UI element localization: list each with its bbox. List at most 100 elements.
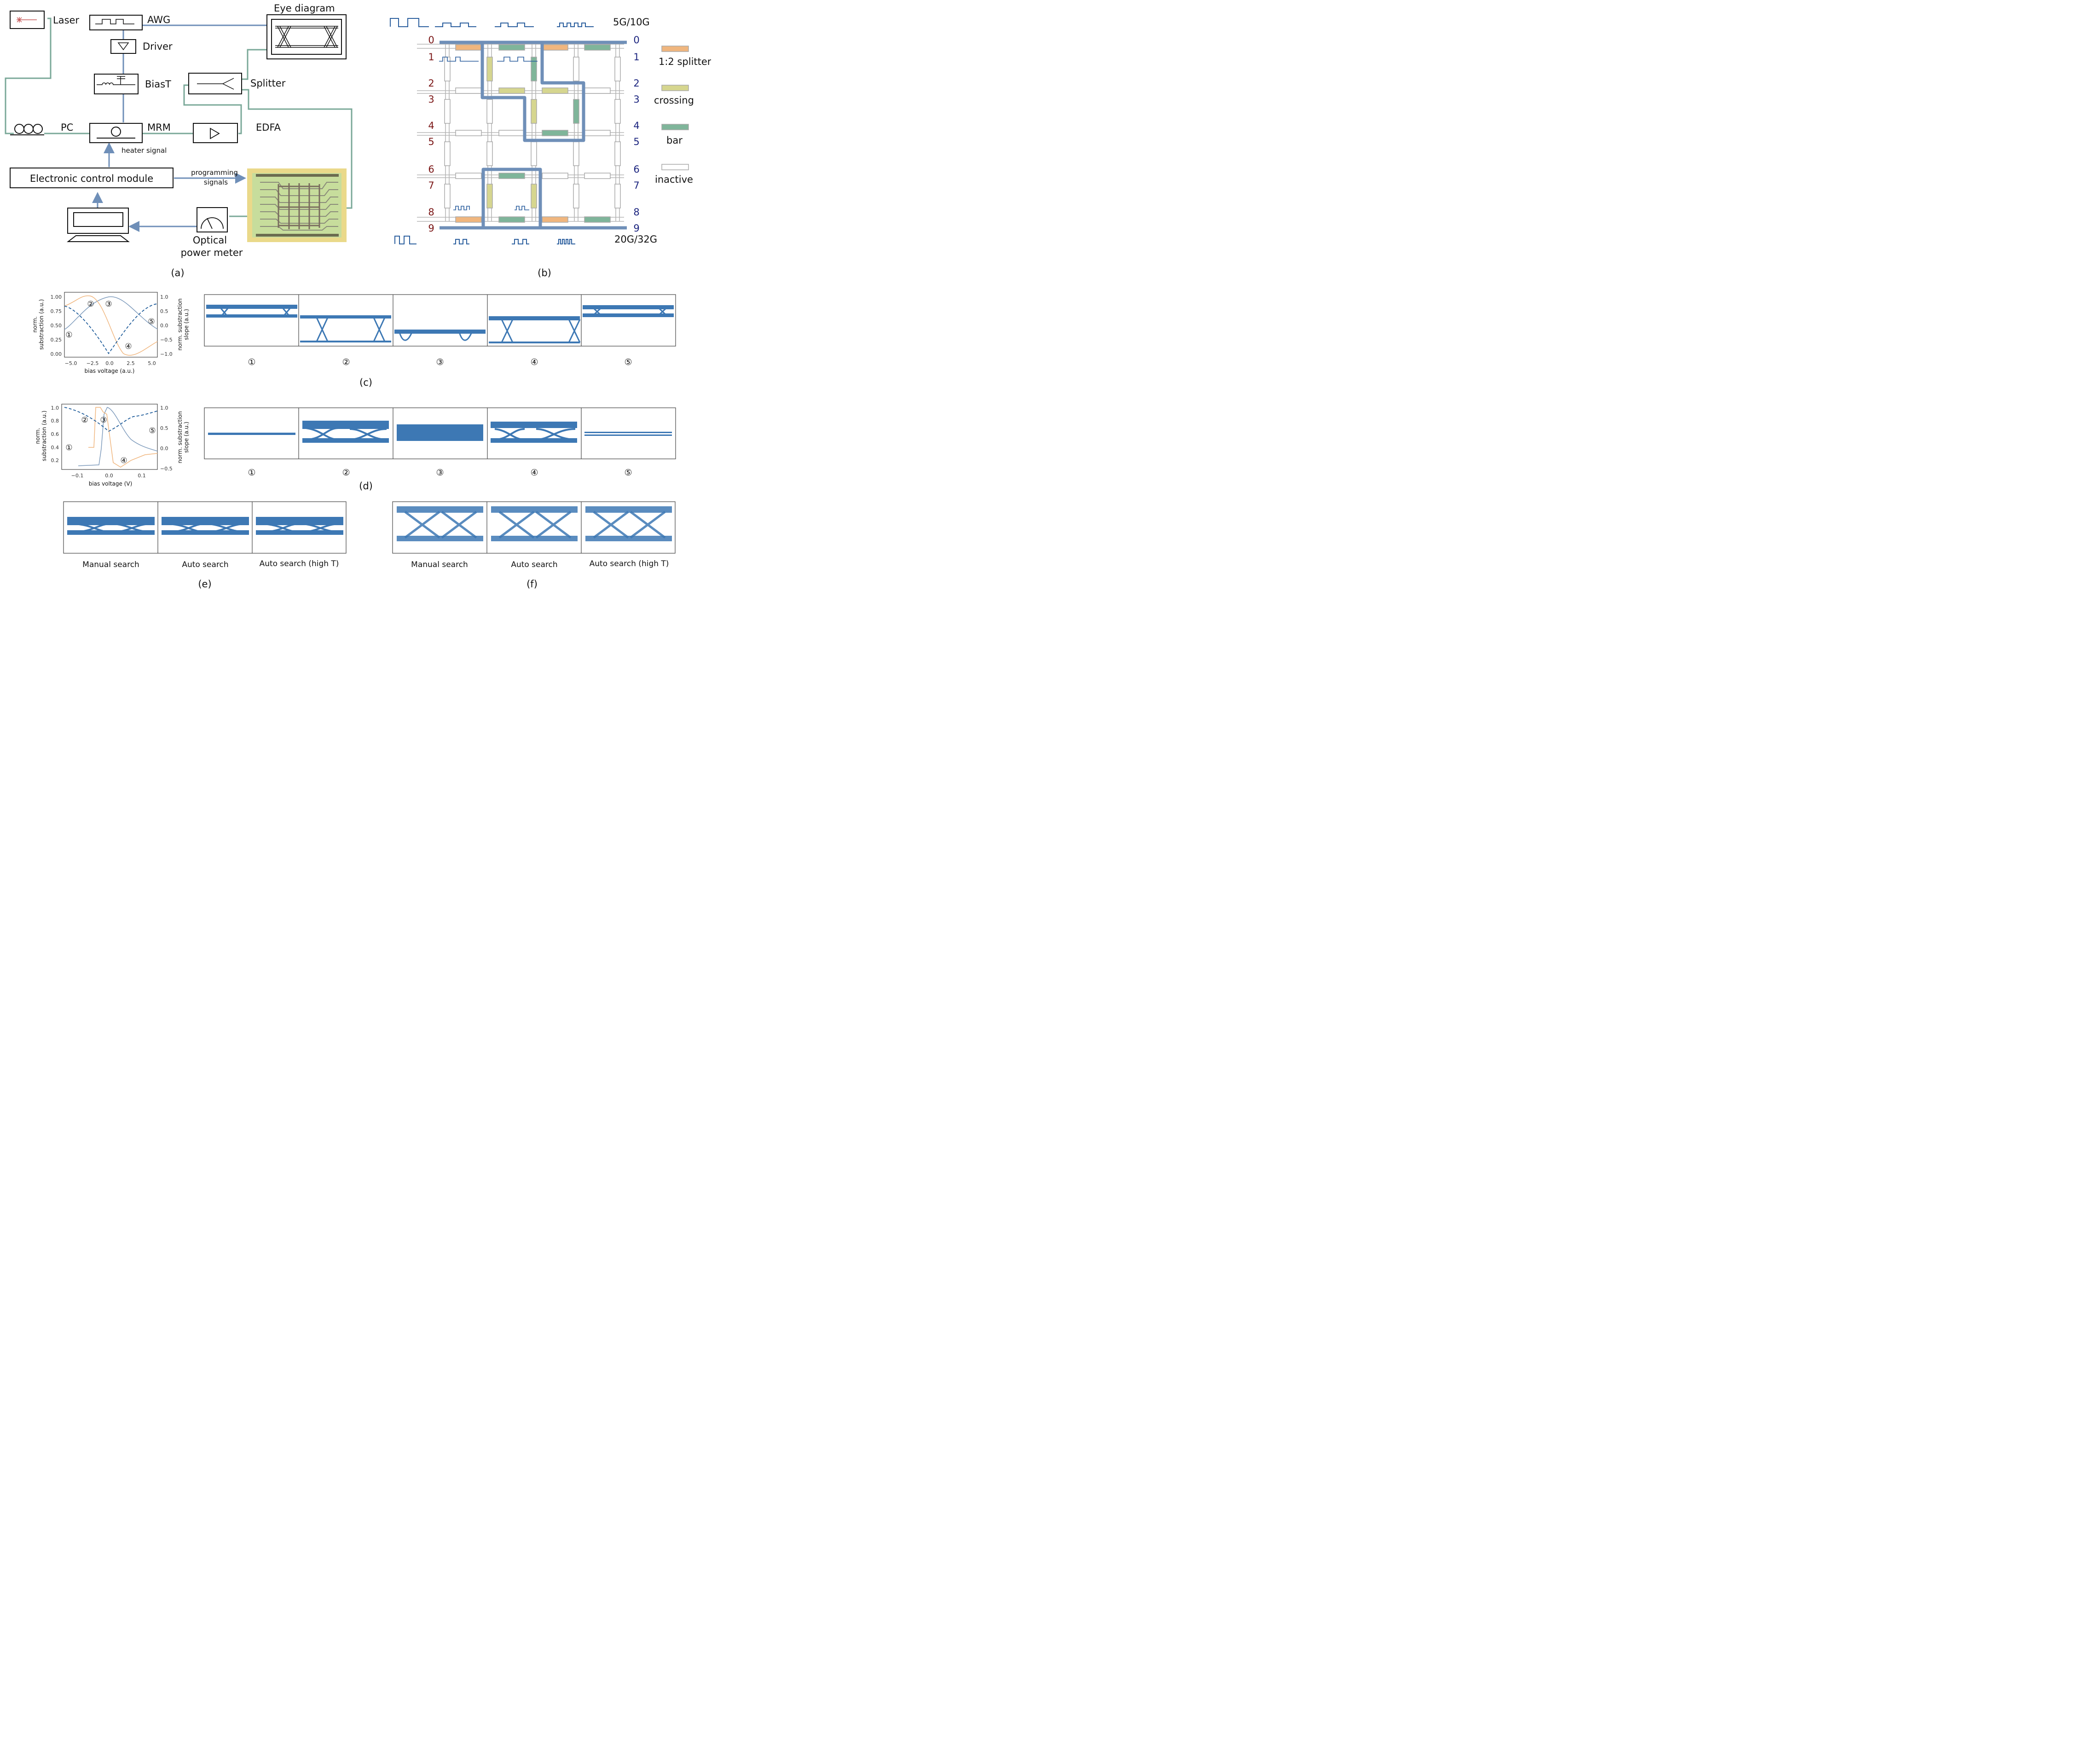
computer-icon	[67, 208, 130, 242]
y-tick: 0.75	[51, 308, 62, 314]
x-tick: 5.0	[148, 360, 156, 366]
amplifier-icon	[117, 42, 129, 51]
splitter-to-eye-fiber	[242, 49, 267, 80]
y-tick: 1.0	[160, 405, 168, 411]
laser-label: Laser	[53, 15, 79, 26]
routing-paths	[440, 41, 627, 230]
marker: ③	[100, 416, 107, 425]
panel-b: 5G/10G	[390, 17, 711, 278]
panel-a: Laser AWG Driver BiasT PC	[5, 3, 353, 278]
right-port: 6	[633, 164, 639, 175]
biast-label: BiasT	[145, 79, 171, 90]
curve-substraction-c	[64, 296, 158, 330]
signals-label: signals	[204, 178, 228, 186]
panel-a-label: (a)	[171, 267, 184, 278]
x-ticks-d: −0.1 0.0 0.1	[71, 473, 146, 479]
ring-modulator-icon	[97, 127, 135, 139]
heater-signal-label: heater signal	[121, 146, 167, 155]
y-tick: −1.0	[160, 351, 173, 357]
eye-labels-e: Manual search Auto search Auto search (h…	[82, 559, 339, 569]
y-tick: 0.5	[160, 308, 168, 314]
plot-frame-c	[64, 292, 158, 358]
inactive-couplers	[444, 57, 621, 209]
x-tick: 0.0	[105, 360, 114, 366]
waveforms-inner	[439, 57, 538, 210]
eye-label: Auto search (high T)	[590, 559, 669, 568]
opm-label-2: power meter	[181, 247, 243, 258]
marker: ②	[87, 300, 94, 309]
eye-label: ②	[342, 468, 350, 478]
figure: Laser AWG Driver BiasT PC	[5, 3, 711, 590]
marker: ⑤	[149, 426, 156, 435]
edfa-amplifier-icon	[210, 127, 220, 139]
eye-label: Auto search	[511, 560, 557, 569]
x-tick: −2.5	[87, 360, 99, 366]
eye-labels-d: ① ② ③ ④ ⑤	[248, 468, 632, 478]
eye-label: ⑤	[624, 357, 632, 367]
plot-frame-d	[61, 404, 158, 470]
right-port: 5	[633, 136, 639, 147]
marker: ①	[65, 330, 72, 340]
left-port: 3	[428, 94, 434, 105]
legend: 1:2 splitter crossing bar inactive	[654, 46, 711, 185]
splitter-to-chip-fiber	[242, 89, 353, 209]
legend-label-splitter: 1:2 splitter	[659, 56, 711, 67]
waveforms-top	[390, 18, 594, 27]
marker: ①	[65, 443, 72, 452]
markers-c: ① ② ③ ④ ⑤	[65, 300, 155, 351]
y-label-right-d-2: slope (a.u.)	[183, 422, 190, 453]
right-port: 7	[633, 180, 639, 191]
y-tick: 0.0	[160, 323, 168, 329]
eye-strip-e	[63, 501, 347, 554]
driver-label: Driver	[143, 41, 173, 52]
y-tick: 0.25	[51, 337, 62, 343]
right-port-labels: 0 1 2 3 4 5 6 7 8 9	[633, 35, 639, 234]
waveforms-bottom	[394, 236, 575, 244]
y-ticks-right-d: 1.0 0.5 0.0 −0.5	[160, 405, 173, 472]
y-tick: 0.00	[51, 351, 62, 357]
chip-photo	[247, 168, 347, 242]
edfa-to-splitter-fiber	[183, 84, 242, 134]
x-tick: 0.0	[105, 473, 113, 479]
laser-fiber	[5, 17, 52, 134]
eye-scope-box	[266, 14, 347, 59]
polarization-controller-icon	[10, 124, 44, 135]
y-tick: 0.50	[51, 323, 62, 329]
eye-traces-c	[206, 305, 674, 343]
driver-box	[110, 39, 136, 54]
markers-d: ① ② ③ ④ ⑤	[65, 416, 156, 465]
panel-c: 1.00 0.75 0.50 0.25 0.00 1.0 0.5 0.0 −0.…	[32, 292, 676, 388]
left-port: 8	[428, 207, 434, 218]
top-rate-label: 5G/10G	[613, 17, 650, 28]
eye-diagram-label: Eye diagram	[274, 3, 335, 14]
y-label-left-d-1: norm.	[35, 428, 41, 444]
left-port: 5	[428, 136, 434, 147]
eye-label: ③	[436, 468, 444, 478]
awg-label: AWG	[147, 14, 170, 25]
y-tick: −0.5	[160, 337, 173, 343]
bias-tee-icon	[97, 76, 135, 85]
x-label-c: bias voltage (a.u.)	[85, 368, 135, 374]
eye-pattern-icon	[275, 26, 338, 48]
panel-d-label: (d)	[359, 481, 373, 492]
panel-f-label: (f)	[526, 579, 538, 590]
right-port: 1	[633, 52, 639, 63]
left-port: 9	[428, 223, 434, 234]
y-ticks-right-c: 1.0 0.5 0.0 −0.5 −1.0	[160, 294, 173, 357]
left-port: 1	[428, 52, 434, 63]
right-port: 4	[633, 120, 639, 131]
y-tick: 1.00	[51, 294, 62, 300]
electronic-control-module	[10, 168, 174, 188]
marker: ②	[81, 416, 88, 425]
eye-traces-e	[67, 517, 343, 535]
marker: ④	[120, 456, 127, 465]
mrm-box	[89, 123, 143, 143]
y-splitter-icon	[197, 78, 234, 90]
eye-strip-d	[204, 407, 676, 459]
panel-b-label: (b)	[538, 267, 551, 278]
legend-swatch-bar	[661, 124, 689, 130]
laser-icon	[17, 17, 37, 23]
eye-label: Manual search	[411, 560, 468, 569]
eye-crossings-e	[73, 523, 341, 533]
right-port: 0	[633, 35, 639, 46]
